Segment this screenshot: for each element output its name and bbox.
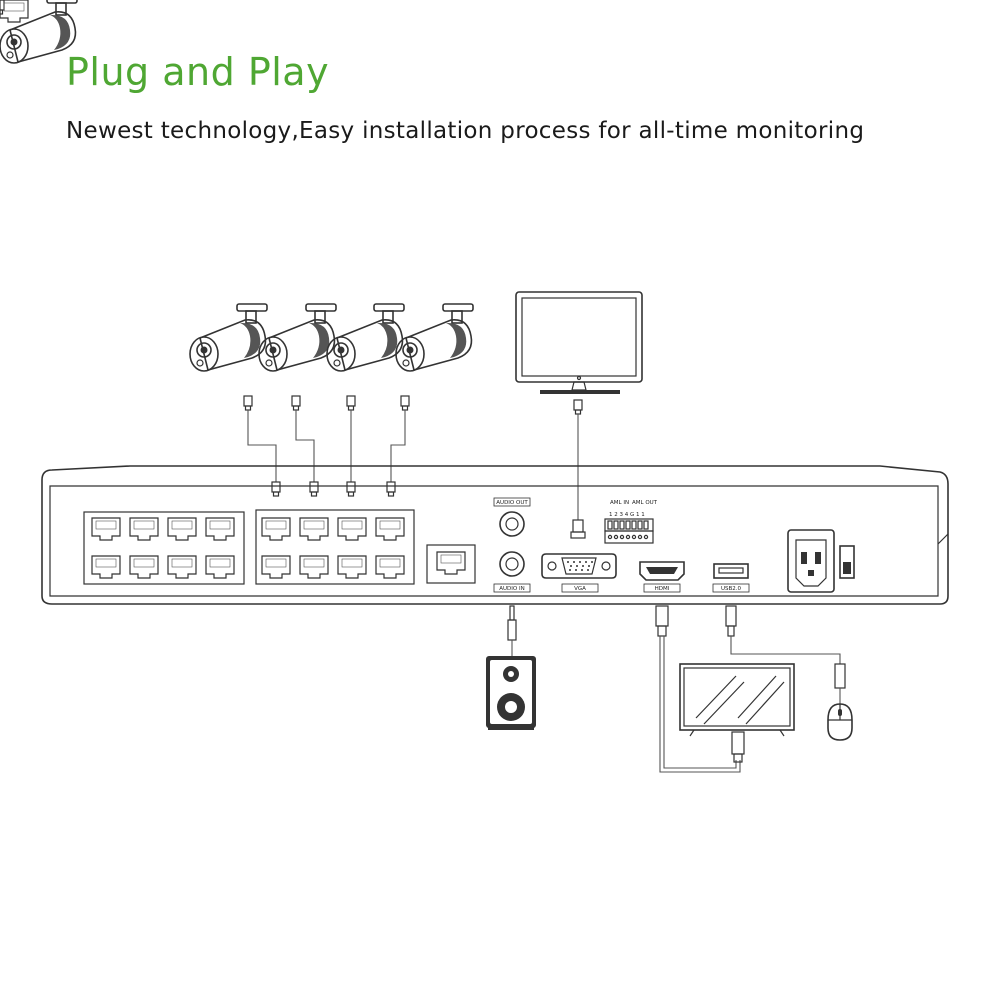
alarm-out-label: AML OUT (632, 500, 658, 506)
vga-plug-icon (570, 519, 586, 539)
usb-cable (725, 605, 846, 706)
page-title: Plug and Play (66, 50, 330, 94)
vga-monitor-icon (515, 291, 643, 394)
hdmi-cable (655, 605, 745, 773)
audio-jack-plug-icon (507, 605, 517, 656)
audio-out-label: AUDIO OUT (496, 500, 528, 506)
vga-label: VGA (574, 586, 586, 592)
camera-cables (0, 0, 410, 497)
speaker-icon (486, 656, 536, 730)
hdmi-label: HDMI (655, 586, 670, 592)
cameras (0, 0, 474, 372)
page-subtitle: Newest technology,Easy installation proc… (66, 118, 865, 144)
bullet-camera-icon (0, 0, 78, 64)
nvr-recorder-icon: AUDIO OUT AUDIO IN AML IN AML OUT 1 2 3 … (0, 0, 949, 605)
alarm-pin-label: 1 2 3 4 G 1 1 (609, 512, 645, 518)
alarm-in-label: AML IN (610, 500, 629, 506)
usb-label: USB2.0 (721, 586, 742, 592)
hdmi-tv-icon (679, 663, 795, 737)
bullet-camera-icon (189, 303, 268, 372)
usb-mouse-icon (827, 703, 853, 741)
audio-in-label: AUDIO IN (499, 586, 524, 592)
